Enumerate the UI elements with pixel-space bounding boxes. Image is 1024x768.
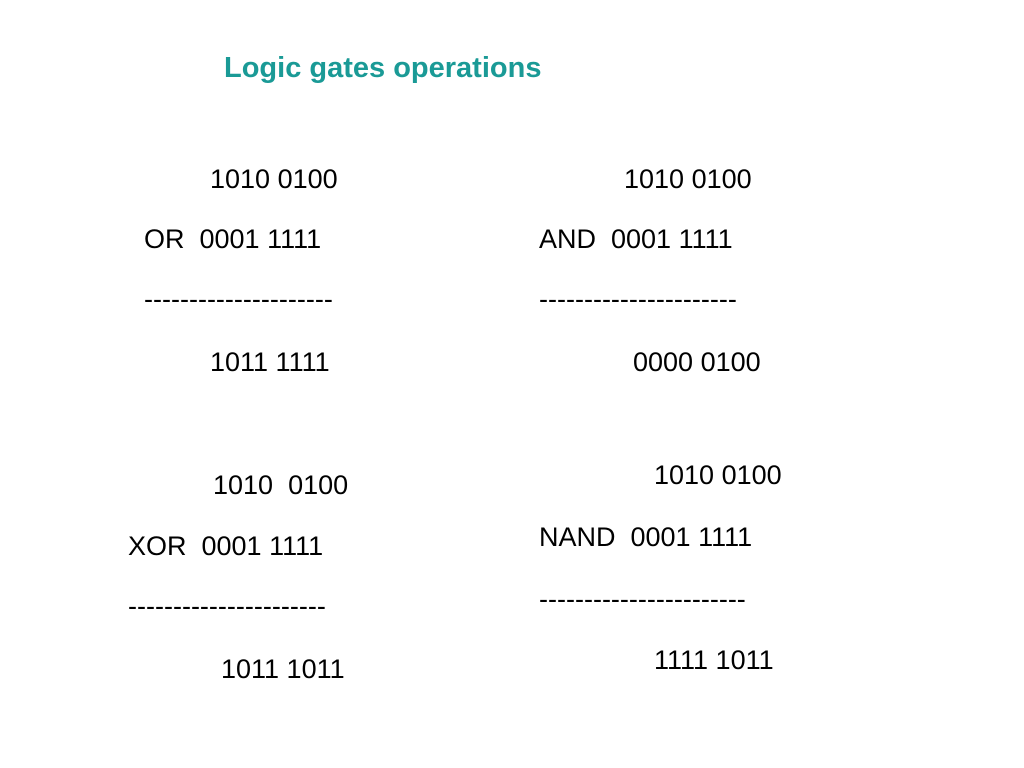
nand-operand1: 1010 0100	[654, 460, 782, 490]
nand-separator: -----------------------	[539, 584, 746, 614]
nand-result: 1111 1011	[654, 645, 774, 675]
nand-operator-line: NAND 0001 1111	[539, 522, 753, 552]
and-result: 0000 0100	[633, 347, 761, 377]
and-separator: ----------------------	[539, 284, 737, 314]
or-result: 1011 1111	[210, 347, 330, 377]
xor-result: 1011 1011	[221, 654, 345, 684]
xor-separator: ----------------------	[128, 591, 326, 621]
or-operator-line: OR 0001 1111	[144, 224, 322, 254]
and-operand1: 1010 0100	[624, 164, 752, 194]
xor-operand1: 1010 0100	[213, 470, 349, 500]
slide-title: Logic gates operations	[224, 52, 542, 84]
and-operator-line: AND 0001 1111	[539, 224, 733, 254]
xor-operator-line: XOR 0001 1111	[128, 531, 324, 561]
or-separator: ---------------------	[144, 284, 333, 314]
or-operand1: 1010 0100	[210, 164, 338, 194]
